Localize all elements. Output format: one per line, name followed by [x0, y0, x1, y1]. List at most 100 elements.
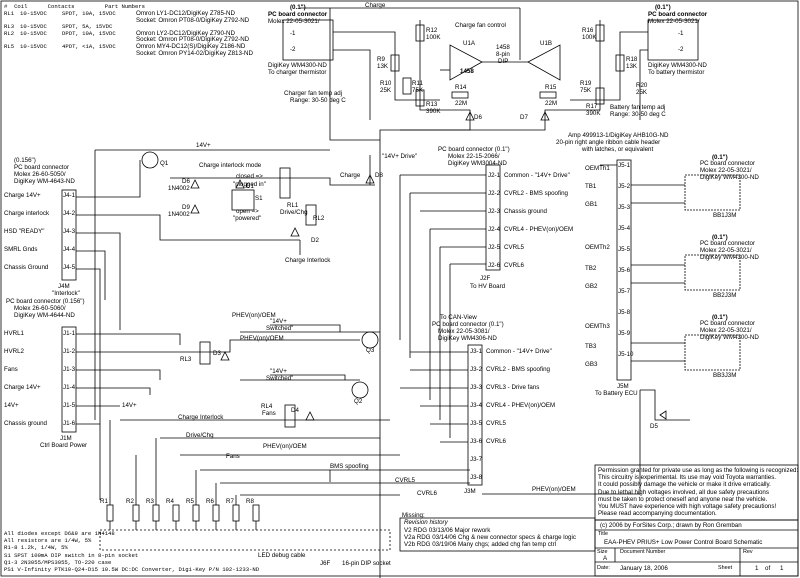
side-conn-part: Molex 22-05-3021/	[700, 327, 752, 334]
j3-hdr2: PC board connector (0.1")	[432, 321, 504, 328]
d9-part: 1N4002	[168, 211, 190, 218]
r18-value: 13K	[626, 63, 638, 70]
j3-pin-label: CVRL4 - PHEV(on)/OEM	[486, 402, 556, 409]
permission-line: This circuitry is experimental. Its use …	[598, 474, 777, 482]
date-value: January 18, 2006	[620, 565, 668, 572]
j3-hdr4: DigiKey WM4306-ND	[438, 335, 497, 342]
d1-label: D1	[246, 183, 254, 190]
charge-line-label: Charge	[340, 172, 361, 179]
vplus2-label: 14V+	[122, 402, 137, 409]
opamp-pkg: 8-pin	[496, 51, 510, 58]
side-conn-part: Molex 22-05-3021/	[700, 167, 752, 174]
revision-row: V2a RDG 03/14/06 Chg & new connector spe…	[404, 534, 576, 541]
j1-ref: J1M	[60, 435, 72, 442]
relay-coil: 10-15VDC	[20, 10, 47, 17]
j5-signal-label: OEMTh2	[585, 244, 610, 251]
rl2-label: RL2	[313, 215, 325, 222]
side-conn-digikey: DigiKey WM4300-ND	[700, 254, 759, 261]
note-line: All resistors are 1/4W, 5%	[4, 537, 92, 545]
j4-pin-number: J4-1	[63, 192, 76, 199]
permission-line: Permission granted for private use as lo…	[598, 467, 799, 474]
relay-ref: RL1	[4, 10, 15, 17]
j5-signal-label: GB1	[585, 201, 598, 208]
fan-control-label: Charge fan control	[455, 22, 506, 29]
drivechg-label: Drive/Chg	[186, 432, 214, 439]
j3-hdr1: To CAN-View	[440, 314, 477, 321]
j5-signal-label: GB3	[585, 361, 598, 368]
relay-col-contacts: Contacts	[47, 3, 75, 10]
j4-pin-number: J4-3	[63, 228, 76, 235]
r9-label: R9	[377, 56, 385, 63]
j3-ref: J3M	[464, 488, 476, 495]
j4-pin-label: HSD "READY"	[4, 228, 45, 235]
j3-pin-label: CVRL2 - BMS spoofing	[486, 366, 550, 373]
relay-contacts: SPDT, 10A, 15VDC	[62, 10, 116, 17]
j4-pin-number: J4-5	[63, 264, 76, 271]
j2-pin-label: CVRL6	[504, 262, 524, 269]
j2-pin-number: J2-2	[488, 190, 501, 197]
battery-temp-label: Battery fan temp adj	[610, 104, 666, 111]
j4-pin-number: J4-2	[63, 210, 76, 217]
d4-label: D4	[291, 407, 299, 414]
relay-contacts: DPDT, 10A, 15VDC	[62, 29, 116, 37]
revision-row: V2 RDG 03/13/06 Major rework	[404, 527, 491, 534]
side-conn-digikey: DigiKey WM4300-ND	[700, 334, 759, 341]
dip-socket-label: 16-pin DIP socket	[342, 560, 391, 567]
j5-signal-label: OEMTh3	[585, 323, 610, 330]
side-conn-spec: (0.1")	[712, 154, 728, 161]
top-left-conn-digikey: DigiKey WM4300-ND	[268, 62, 327, 69]
j4-hdr3: Molex 26-60-5050/	[14, 171, 66, 178]
led-resistor-label: R3	[146, 498, 154, 505]
r9-value: 13K	[377, 63, 389, 70]
r13-value: 390K	[426, 108, 441, 115]
r12-label: R12	[426, 27, 438, 34]
r20-label: R20	[636, 82, 648, 89]
q1-label: Q1	[160, 160, 169, 167]
relay-parts: Socket: Omron PY14-02/DigiKey Z813-ND	[136, 49, 253, 57]
relay-parts: Omron LY1-DC12/DigiKey Z785-ND	[136, 10, 235, 17]
charger-temp-range: Range: 30-50 deg C	[290, 97, 346, 104]
j5-pin-number: J5-5	[618, 246, 631, 253]
j2-sub: To HV Board	[470, 283, 506, 290]
cvrl5-label: CVRL5	[395, 477, 415, 484]
j3-pin-number: J3-3	[470, 384, 483, 391]
charge-net-label: Charge	[365, 2, 386, 9]
j1-pin-number: J1-5	[63, 402, 76, 409]
r10-label: R10	[380, 80, 392, 87]
r14-label: R14	[455, 84, 467, 91]
j5-hdr3: with latches, or equivalent	[582, 146, 654, 153]
rl3-label: RL3	[180, 356, 192, 363]
j3-pin-number: J3-4	[470, 402, 483, 409]
switched2-a: "14V+	[270, 368, 287, 375]
q2-label: Q2	[354, 398, 363, 405]
date-label: Date:	[597, 565, 610, 571]
size-label: Size	[597, 549, 608, 555]
top-left-conn-title: PC board connector	[268, 11, 328, 18]
d6-top-label: D6	[474, 114, 482, 121]
switched1-a: "14V+	[270, 318, 287, 325]
of-value: 1	[780, 565, 784, 572]
j4-sub: "Interlock"	[52, 290, 80, 297]
permission-line: You MUST have experience with high volta…	[598, 503, 777, 510]
j5-sub: To Battery ECU	[595, 390, 638, 397]
permission-line: Please read accompanying documentation.	[598, 510, 717, 518]
battery-temp-range: Range: 30-50 deg C	[610, 111, 666, 118]
j4-hdr2: PC board connector	[14, 164, 70, 171]
bms-label: BMS spoofing	[330, 463, 369, 470]
q3-label: Q3	[366, 347, 375, 354]
r16-value: 100K	[582, 34, 597, 41]
j4-hdr4: DigiKey WM-4643-ND	[14, 178, 75, 185]
j5-signal-label: GB2	[585, 283, 598, 290]
led-resistor-label: R6	[206, 498, 214, 505]
j2-pin-label: Chassis ground	[504, 208, 547, 215]
side-conn-spec: (0.1")	[712, 234, 728, 241]
d5-label: D5	[650, 423, 658, 430]
led-resistor-label: R5	[186, 498, 194, 505]
phev-label-4: PHEV(on)/OEM	[532, 486, 576, 493]
j3-pin-number: J3-1	[470, 348, 483, 355]
d2-label: D2	[311, 237, 319, 244]
relay-contacts: 4PDT, <1A, 15VDC	[62, 43, 116, 50]
u1a-part-text: 1458	[460, 68, 474, 75]
relay-ref: RL5	[4, 43, 15, 50]
